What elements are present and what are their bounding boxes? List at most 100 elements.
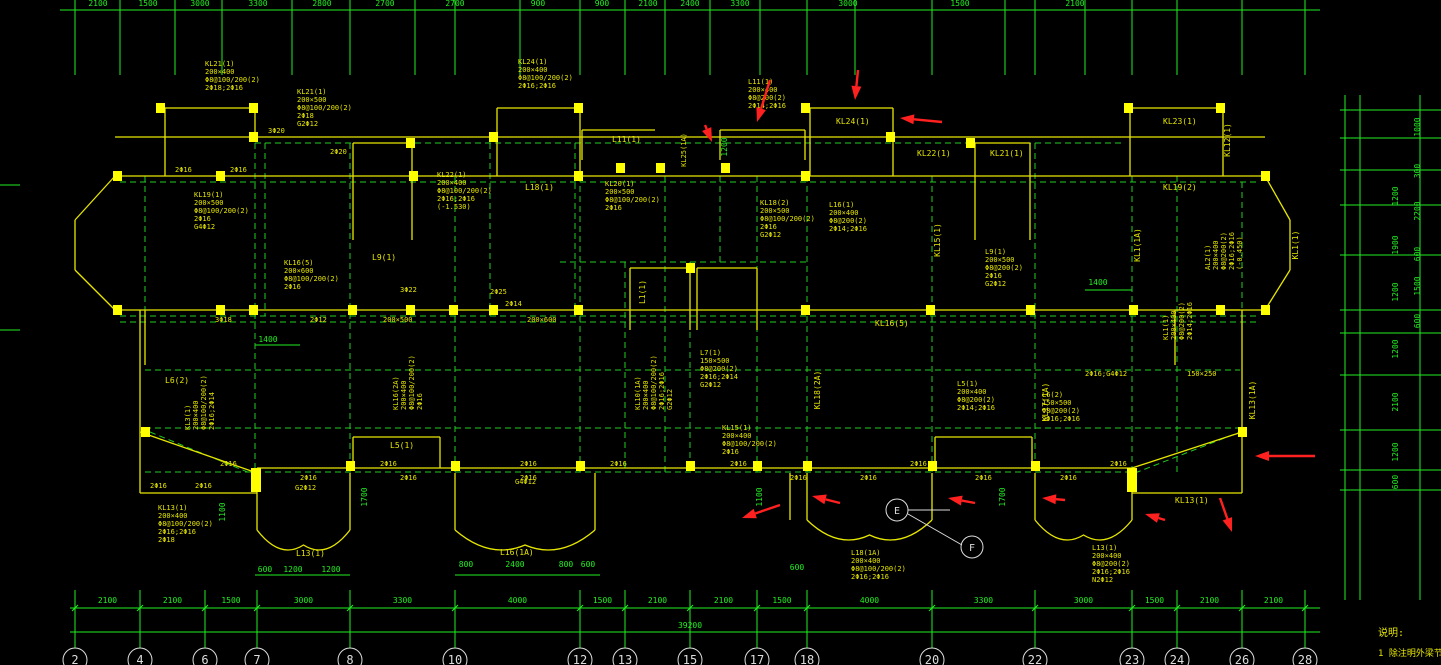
- beam-annotation: 200×500: [985, 256, 1015, 264]
- top-dimension-label: 2700: [375, 0, 394, 8]
- beam-annotation: Φ8@100/200(2): [408, 355, 416, 410]
- bottom-span-label: 1500: [593, 596, 612, 605]
- column-marker: [801, 171, 810, 181]
- wall-line: [74, 269, 116, 311]
- beam-annotation: 2Φ18: [158, 536, 175, 544]
- axis-bubble-number: 6: [201, 653, 208, 665]
- column-marker: [1238, 427, 1247, 437]
- beam-annotation: G2Φ12: [985, 280, 1006, 288]
- beam-annotation: Φ8@100/200(2): [297, 104, 352, 112]
- beam-annotation: KL13(1): [1175, 496, 1209, 505]
- column-marker: [656, 163, 665, 173]
- beam-annotation: 2Φ16;2Φ16: [518, 82, 556, 90]
- beam-annotation: Φ8@100/200(2): [437, 187, 492, 195]
- rebar-annotation: 2Φ16: [230, 166, 247, 174]
- beam-annotation: 2Φ16;2Φ14: [208, 392, 216, 430]
- inner-dimension-label: 1400: [258, 335, 277, 344]
- rebar-annotation: 2Φ16: [790, 474, 807, 482]
- beam-annotation: KL19(2): [1163, 183, 1197, 192]
- inner-dimension-label: 600: [581, 560, 596, 569]
- beam-annotation: 200×400: [642, 380, 650, 410]
- axis-bubble-circle: [919, 647, 945, 665]
- rebar-annotation: 2Φ16: [195, 482, 212, 490]
- top-dimension-label: 900: [531, 0, 546, 8]
- beam-annotation: Φ8@100/200(2): [518, 74, 573, 82]
- rebar-annotation: 3Φ20: [268, 127, 285, 135]
- axis-bubble-circle: [612, 647, 638, 665]
- bottom-span-label: 3000: [294, 596, 313, 605]
- beam-annotation: 200×400: [851, 557, 881, 565]
- red-arrow-shaft: [1218, 497, 1229, 520]
- column-marker: [926, 305, 935, 315]
- bottom-span-label: 2100: [714, 596, 733, 605]
- beam-annotation: 200×400: [400, 380, 408, 410]
- beam-annotation: L18(1A): [851, 549, 881, 557]
- column-marker: [489, 305, 498, 315]
- column-marker: [113, 305, 122, 315]
- red-arrow-head: [702, 127, 712, 142]
- red-arrow-shaft: [703, 124, 708, 130]
- bottom-span-label: 3000: [1074, 596, 1093, 605]
- column-marker: [348, 305, 357, 315]
- rebar-annotation: 2Φ16: [1060, 474, 1077, 482]
- beam-annotation: 200×400: [957, 388, 987, 396]
- beam-annotation: L9(1): [372, 253, 396, 262]
- beam-annotation: G4Φ12: [194, 223, 215, 231]
- top-dimension-label: 3300: [730, 0, 749, 8]
- dim-tick: [686, 604, 694, 612]
- beam-annotation: Φ8@100/200(2): [722, 440, 777, 448]
- beam-annotation: KL18(2): [760, 199, 790, 207]
- beam-annotation: 2Φ16;2Φ16: [158, 528, 196, 536]
- beam-annotation: 200×400: [518, 66, 548, 74]
- dim-tick: [1301, 604, 1309, 612]
- wall-line: [1131, 431, 1243, 469]
- top-dimension-label: 2100: [638, 0, 657, 8]
- rebar-annotation: 2Φ16: [400, 474, 417, 482]
- column-markers: [113, 103, 1270, 492]
- column-marker: [576, 461, 585, 471]
- axis-bubble-number: 20: [925, 653, 939, 665]
- beam-annotation: Φ8@200(2): [1042, 407, 1080, 415]
- column-marker: [249, 132, 258, 142]
- beam-annotation: 200×500: [194, 199, 224, 207]
- axis-bubble-number: 13: [618, 653, 632, 665]
- top-dimension-label: 1500: [950, 0, 969, 8]
- axis-bubble-number: 22: [1028, 653, 1042, 665]
- column-marker: [574, 171, 583, 181]
- dim-tick: [928, 604, 936, 612]
- axis-bubble-circle: [677, 647, 703, 665]
- beam-annotation: 2Φ16;2Φ16: [1042, 415, 1080, 423]
- dim-tick: [621, 604, 629, 612]
- dim-tick: [1128, 604, 1136, 612]
- bottom-span-label: 2100: [1264, 596, 1283, 605]
- rebar-annotation: 2Φ16: [150, 482, 167, 490]
- bottom-span-label: 2100: [163, 596, 182, 605]
- column-marker: [1261, 171, 1270, 181]
- beam-annotation: KL23(1): [1163, 117, 1197, 126]
- beam-annotation: KL19(1): [194, 191, 224, 199]
- beam-annotation: 2Φ16;2Φ16: [437, 195, 475, 203]
- beam-annotation: KL1(1): [1291, 231, 1300, 260]
- column-marker: [449, 305, 458, 315]
- axis-bubble-number: 2: [71, 653, 78, 665]
- beam-annotation: 200×400: [437, 179, 467, 187]
- beam-annotation: G2Φ12: [666, 389, 674, 410]
- dim-tick: [201, 604, 209, 612]
- rebar-annotation: 2Φ16: [975, 474, 992, 482]
- column-marker: [928, 461, 937, 471]
- beam-annotation: KL21(1): [297, 88, 327, 96]
- beam-annotation: Φ8@200(2): [1092, 560, 1130, 568]
- bottom-span-label: 2100: [98, 596, 117, 605]
- axis-bubble-number: 7: [253, 653, 260, 665]
- inner-dimension-label: 1700: [360, 487, 369, 506]
- beam-annotation: G2Φ12: [760, 231, 781, 239]
- wall-outlines: [74, 107, 1291, 551]
- beam-annotation: L16(1): [829, 201, 854, 209]
- inner-dimension-label: 1200: [283, 565, 302, 574]
- beam-annotation: Φ8@100/200(2): [650, 355, 658, 410]
- column-marker: [406, 138, 415, 148]
- dim-tick: [253, 604, 261, 612]
- column-marker: [801, 305, 810, 315]
- axis-bubble-circle: [337, 647, 363, 665]
